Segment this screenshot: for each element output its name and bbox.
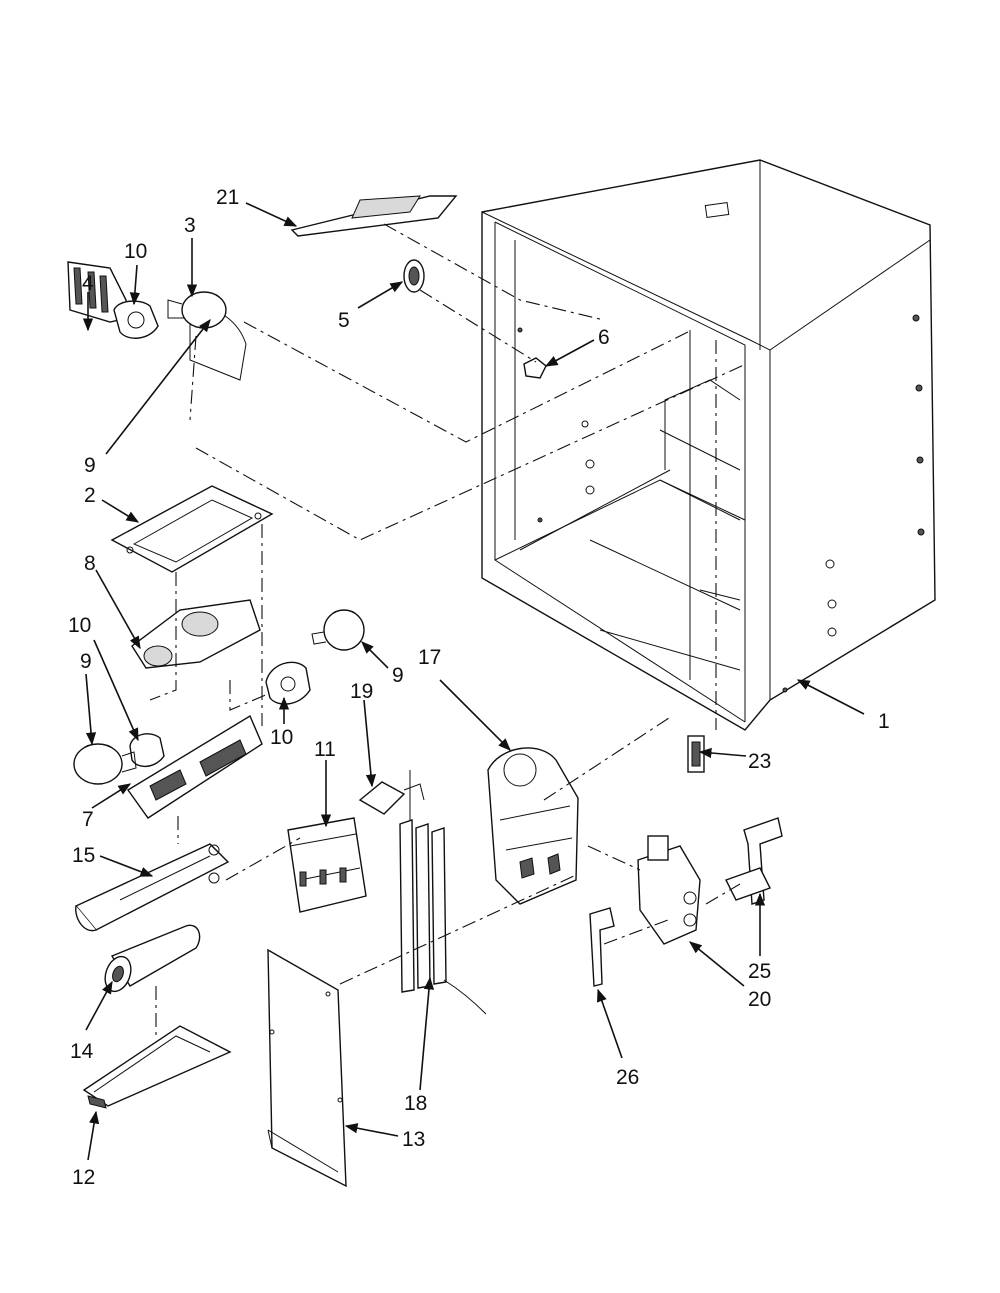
callout-19: 19	[350, 680, 373, 703]
lamp-socket-part-mid	[265, 661, 311, 705]
mounting-bracket-part	[287, 817, 367, 913]
callout-21: 21	[216, 186, 239, 209]
callout-9-left: 9	[80, 650, 92, 673]
callout-17: 17	[418, 646, 441, 669]
callout-9-right: 9	[392, 664, 404, 687]
damper-gear-part	[403, 259, 425, 293]
light-lens-part	[126, 714, 263, 819]
light-frame-part	[110, 485, 274, 573]
water-filter-part	[104, 924, 201, 993]
callout-4: 4	[82, 272, 94, 295]
water-valve-part	[637, 835, 701, 945]
callout-11: 11	[314, 738, 336, 761]
callout-15: 15	[72, 844, 95, 867]
callout-5: 5	[338, 309, 350, 332]
lamp-socket-part-top	[113, 300, 159, 339]
light-bulb-part-top	[167, 291, 227, 329]
callout-7: 7	[82, 808, 94, 831]
callout-20: 20	[748, 988, 771, 1011]
callout-6: 6	[598, 326, 610, 349]
callout-2: 2	[84, 484, 96, 507]
side-panel-part	[267, 948, 347, 1188]
callout-14: 14	[70, 1040, 94, 1063]
valve-bracket-part	[725, 817, 783, 905]
filter-housing-part	[74, 843, 230, 932]
assembly-lines	[149, 223, 747, 1036]
filter-cover-part	[82, 1025, 232, 1109]
callout-8: 8	[84, 552, 96, 575]
light-bulb-part-left	[73, 743, 137, 785]
callout-13: 13	[402, 1128, 425, 1151]
tube-clip-part	[589, 907, 615, 987]
callout-10-left: 10	[68, 614, 91, 637]
retainer-clip-part	[523, 357, 547, 379]
callout-12: 12	[72, 1166, 95, 1189]
lamp-tray-part	[131, 599, 261, 669]
door-switch-part	[687, 735, 705, 773]
callout-labels: 1 2 3 4 5 6 7 8 9 9 9 10 10 10 11 12 13 …	[68, 186, 890, 1189]
callout-23: 23	[748, 750, 771, 773]
wire-connector-part	[358, 781, 425, 815]
callout-10-mid: 10	[270, 726, 293, 749]
cabinet-liner-part	[481, 159, 936, 731]
heater-coil-part	[399, 770, 487, 1015]
callout-9-top: 9	[84, 454, 96, 477]
top-bracket-part	[290, 195, 458, 237]
dispenser-housing-part	[487, 747, 579, 905]
callout-1: 1	[878, 710, 890, 733]
callout-10-top: 10	[124, 240, 147, 263]
callout-26: 26	[616, 1066, 639, 1089]
callout-25: 25	[748, 960, 771, 983]
light-bulb-part-mid	[311, 609, 365, 651]
callout-18: 18	[404, 1092, 427, 1115]
leader-lines	[82, 202, 865, 1161]
callout-3: 3	[184, 214, 196, 237]
